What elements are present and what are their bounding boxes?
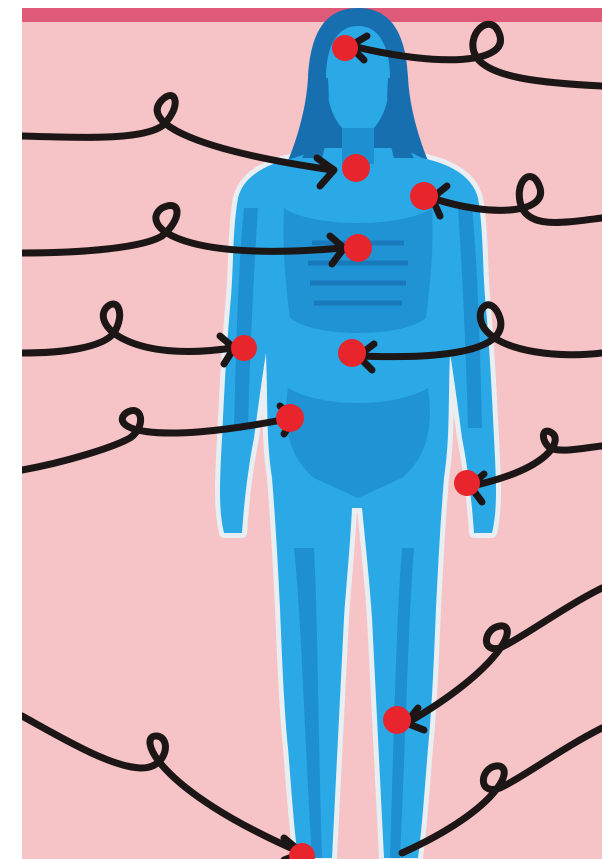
pain-point-neck <box>342 154 370 182</box>
pain-point-elbow <box>231 335 257 361</box>
illustration-frame <box>22 8 602 859</box>
pain-point-wrist <box>454 470 480 496</box>
pain-point-knee <box>383 706 411 734</box>
pain-point-chest <box>344 234 372 262</box>
pain-point-shoulder <box>410 182 438 210</box>
pain-point-hip <box>276 404 304 432</box>
pain-point-abdomen <box>338 339 366 367</box>
body-illustration <box>22 8 602 859</box>
top-band <box>22 8 602 22</box>
pain-point-forehead <box>332 35 358 61</box>
